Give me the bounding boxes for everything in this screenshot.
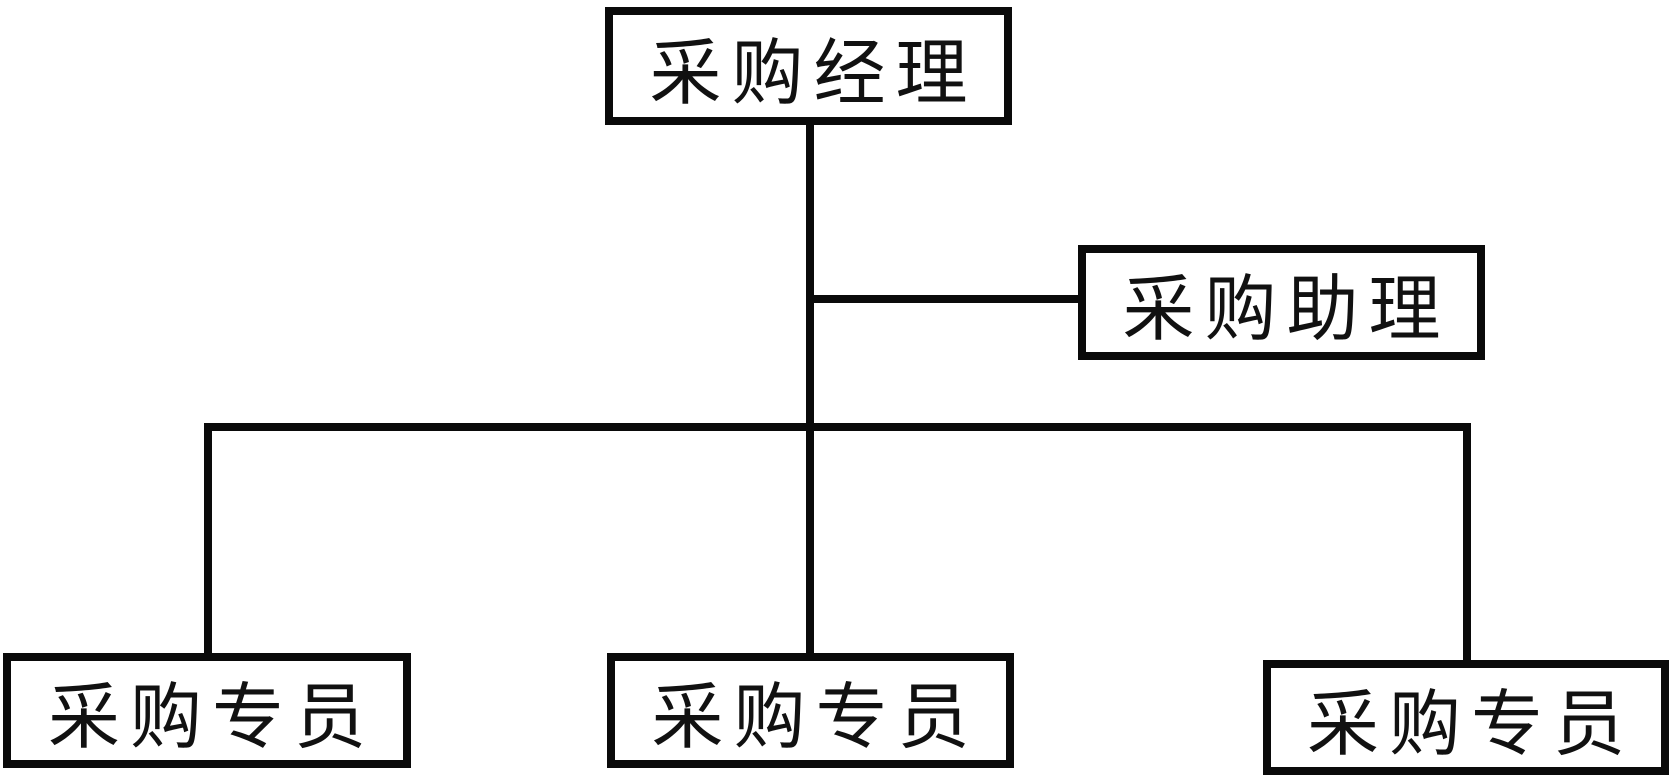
node-label: 采购助理: [1122, 267, 1451, 351]
node-label: 采购专员: [47, 675, 376, 759]
connector-assistant-branch: [806, 295, 1082, 303]
node-label: 采购经理: [649, 30, 978, 115]
node-purchasing-assistant: 采购助理: [1078, 245, 1485, 360]
connector-drop-left: [204, 423, 212, 657]
connector-trunk-vertical: [806, 122, 814, 656]
node-purchasing-manager: 采购经理: [605, 7, 1012, 125]
node-purchasing-specialist-3: 采购专员: [1263, 660, 1669, 775]
node-purchasing-specialist-1: 采购专员: [3, 653, 411, 768]
connector-distribution-bar: [204, 423, 1471, 431]
node-purchasing-specialist-2: 采购专员: [607, 653, 1014, 768]
connector-drop-right: [1463, 423, 1471, 664]
node-label: 采购专员: [1306, 682, 1635, 766]
node-label: 采购专员: [651, 675, 980, 759]
